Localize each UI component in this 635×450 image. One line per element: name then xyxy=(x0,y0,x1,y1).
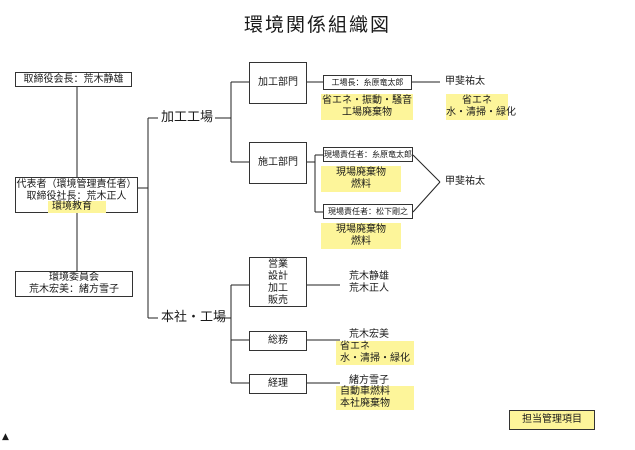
dept-kako-label: 加工部門 xyxy=(258,77,298,88)
legend-label: 担当管理項目 xyxy=(522,414,582,425)
dept-sales-label: 販売 xyxy=(268,295,288,306)
kako-head-box: 工場長：糸原竜太郎 xyxy=(323,75,412,90)
seko-item: 燃料 xyxy=(351,179,371,190)
seko-head2-label: 現場責任者：松下剛之 xyxy=(328,207,408,216)
chair-label: 取締役会長：荒木静雄 xyxy=(23,74,124,85)
dept-kako-box: 加工部門 xyxy=(249,62,307,104)
dept-sales-box: 営業 設計 加工 販売 xyxy=(249,257,307,307)
kako-item: 省エネ・振動・騒音 xyxy=(322,95,412,106)
seko-person: 甲斐祐太 xyxy=(445,176,485,187)
chair-box: 取締役会長：荒木静雄 xyxy=(15,72,132,87)
dept-general-box: 総務 xyxy=(249,331,307,351)
page-title: 環境関係組織図 xyxy=(243,14,391,36)
kako-person-items: 省エネ 水・清掃・緑化 xyxy=(446,94,516,120)
kako-person-item: 省エネ xyxy=(462,95,492,106)
general-item: 水・清掃・緑化 xyxy=(340,353,410,364)
accounting-person: 緒方雪子 xyxy=(349,375,389,386)
seko-item: 燃料 xyxy=(351,236,371,247)
hq-label: 本社・工場 xyxy=(161,310,227,325)
accounting-item: 自動車燃料 xyxy=(340,386,390,397)
dept-accounting-label: 経理 xyxy=(268,378,288,389)
dept-seko-label: 施工部門 xyxy=(258,157,298,168)
legend-box: 担当管理項目 xyxy=(509,410,595,430)
kako-person-item: 水・清掃・緑化 xyxy=(446,107,516,118)
dept-accounting-box: 経理 xyxy=(249,374,307,394)
factory-label: 加工工場 xyxy=(161,110,214,125)
seko-head1-box: 現場責任者：糸原竜太郎 xyxy=(323,147,413,162)
committee-members: 荒木宏美：緒方雪子 xyxy=(29,284,119,295)
dept-general-label: 総務 xyxy=(268,335,288,346)
kako-person: 甲斐祐太 xyxy=(445,76,485,87)
sales-person: 荒木正人 xyxy=(349,283,389,294)
kako-items: 省エネ・振動・騒音 工場廃棄物 xyxy=(321,94,413,120)
dept-sales-label: 設計 xyxy=(268,271,288,282)
accounting-items: 自動車燃料 本社廃棄物 xyxy=(336,386,414,410)
dept-seko-box: 施工部門 xyxy=(249,142,307,184)
seko-item: 現場廃棄物 xyxy=(336,167,386,178)
sales-person: 荒木静雄 xyxy=(349,271,389,282)
rep-name: 取締役社長：荒木正人 xyxy=(26,191,127,202)
seko-items1: 現場廃棄物 燃料 xyxy=(321,166,401,192)
committee-box: 環境委員会 荒木宏美：緒方雪子 xyxy=(15,271,133,297)
committee-title: 環境委員会 xyxy=(49,272,99,283)
seko-item: 現場廃棄物 xyxy=(336,224,386,235)
general-items: 省エネ 水・清掃・緑化 xyxy=(336,341,414,365)
corner-mark: ▲ xyxy=(2,432,9,442)
accounting-item: 本社廃棄物 xyxy=(340,398,390,409)
seko-items2: 現場廃棄物 燃料 xyxy=(321,223,401,249)
rep-title: 代表者（環境管理責任者） xyxy=(16,179,137,190)
general-person: 荒木宏美 xyxy=(349,329,389,340)
dept-sales-label: 加工 xyxy=(268,283,288,294)
kako-head-label: 工場長：糸原竜太郎 xyxy=(331,78,404,87)
seko-head1-label: 現場責任者：糸原竜太郎 xyxy=(324,150,412,159)
general-item: 省エネ xyxy=(340,341,370,352)
rep-item: 環境教育 xyxy=(48,201,106,213)
kako-item: 工場廃棄物 xyxy=(342,107,392,118)
seko-head2-box: 現場責任者：松下剛之 xyxy=(323,204,413,219)
dept-sales-label: 営業 xyxy=(268,259,288,270)
sales-persons: 荒木静雄 荒木正人 xyxy=(349,271,389,295)
